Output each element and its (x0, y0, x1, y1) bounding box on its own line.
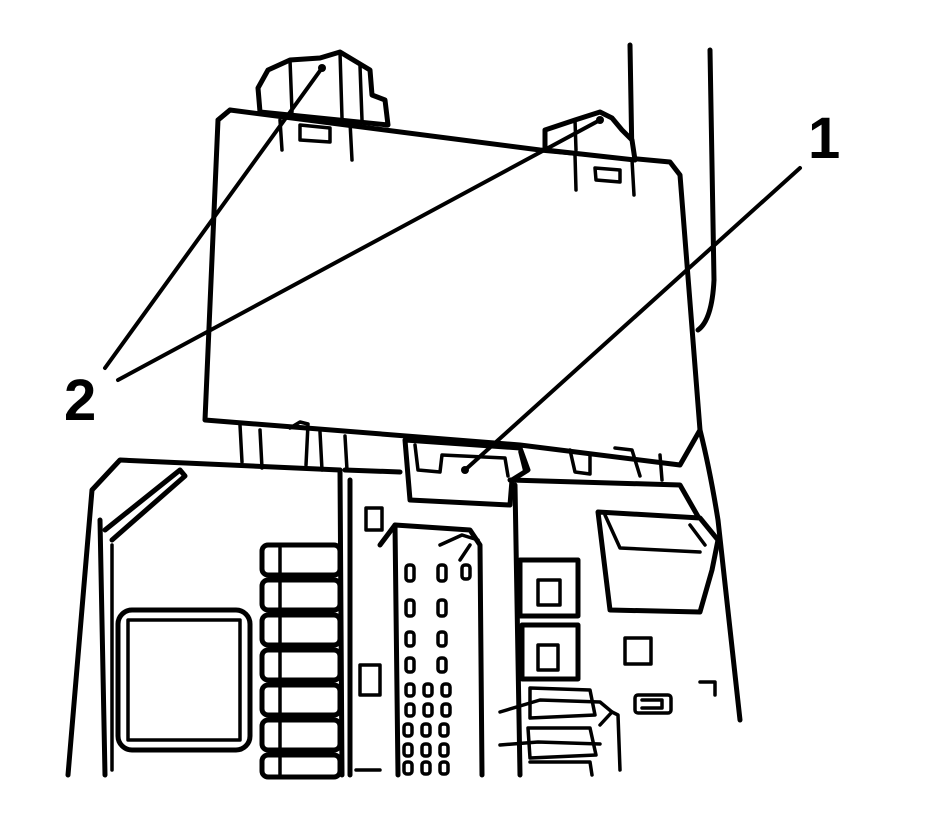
leader-2b-dot (596, 116, 604, 124)
fuse-3 (259, 612, 343, 648)
fuse-5 (259, 682, 343, 718)
leader-2a-dot (318, 64, 326, 72)
pin-cavities (402, 563, 472, 776)
center-connector (347, 477, 485, 778)
fuse-stack (259, 542, 343, 780)
fuse-2 (259, 577, 343, 613)
small-relay-1 (517, 557, 581, 619)
angled-connector (595, 509, 721, 615)
fuse-1 (259, 542, 343, 578)
small-socket (623, 636, 653, 666)
relay-block (115, 607, 253, 753)
leader-2a (103, 66, 324, 370)
fuse-6 (259, 717, 343, 753)
leader-2b (116, 118, 602, 382)
callout-1: 1 (808, 106, 840, 171)
fuse-7 (259, 752, 343, 780)
leader-lines (103, 64, 802, 474)
fuse-4 (259, 647, 343, 683)
leader-1 (463, 166, 802, 472)
mini-fuse (633, 693, 673, 715)
upper-cover (202, 49, 703, 482)
callout-2: 2 (64, 368, 96, 433)
right-components (498, 509, 721, 777)
leader-1-dot (461, 466, 469, 474)
